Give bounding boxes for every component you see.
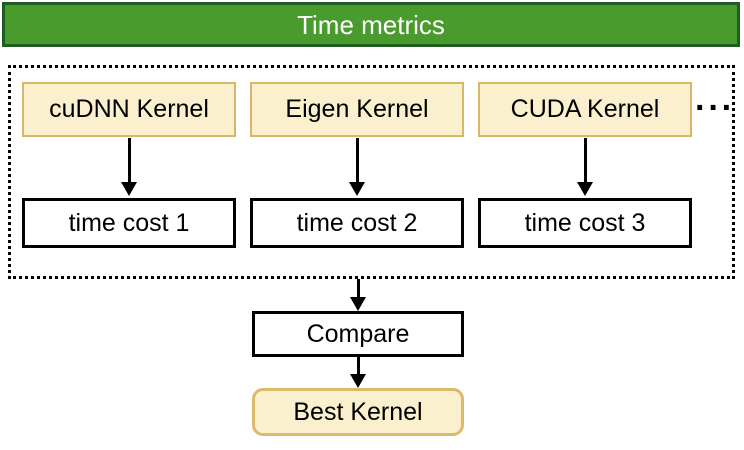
kernel-box-eigen-label: Eigen Kernel <box>285 95 429 123</box>
arrow-line <box>356 357 360 375</box>
kernel-box-cuda: CUDA Kernel <box>478 82 692 137</box>
kernel-columns: cuDNN Kernel time cost 1 Eigen Kernel <box>22 82 732 248</box>
kernel-box-cudnn-label: cuDNN Kernel <box>49 95 209 123</box>
kernel-box-cudnn: cuDNN Kernel <box>22 82 236 137</box>
time-cost-box-1: time cost 1 <box>22 198 236 248</box>
arrow-down-icon <box>350 279 366 311</box>
arrow-head <box>350 374 366 388</box>
kernel-box-cuda-label: CUDA Kernel <box>510 95 660 123</box>
header-title: Time metrics <box>297 9 445 40</box>
kernel-box-eigen: Eigen Kernel <box>250 82 464 137</box>
more-kernels-ellipsis: ··· <box>695 89 735 127</box>
kernel-column-cuda: CUDA Kernel time cost 3 <box>478 82 692 248</box>
kernel-column-eigen: Eigen Kernel time cost 2 <box>250 82 464 248</box>
arrow-head <box>349 182 365 196</box>
arrow-line <box>127 138 131 183</box>
arrow-down-icon <box>577 137 593 198</box>
arrow-down-icon <box>349 137 365 198</box>
time-cost-3-label: time cost 3 <box>524 208 646 237</box>
compare-box: Compare <box>252 311 464 357</box>
kernel-column-cudnn: cuDNN Kernel time cost 1 <box>22 82 236 248</box>
arrow-line <box>356 279 360 298</box>
arrow-line <box>355 138 359 183</box>
arrow-head <box>121 182 137 196</box>
metrics-group-box: cuDNN Kernel time cost 1 Eigen Kernel <box>8 65 735 279</box>
arrow-line <box>583 138 587 183</box>
arrow-head <box>350 297 366 311</box>
time-cost-1-label: time cost 1 <box>68 208 190 237</box>
arrow-down-icon <box>121 137 137 198</box>
arrow-down-icon <box>350 357 366 388</box>
best-kernel-box: Best Kernel <box>252 388 464 436</box>
compare-flow: Compare Best Kernel <box>252 279 464 436</box>
time-cost-box-3: time cost 3 <box>478 198 692 248</box>
compare-label: Compare <box>306 319 410 348</box>
best-kernel-label: Best Kernel <box>293 397 423 426</box>
time-cost-box-2: time cost 2 <box>250 198 464 248</box>
time-cost-2-label: time cost 2 <box>296 208 418 237</box>
header-time-metrics: Time metrics <box>2 2 740 47</box>
arrow-head <box>577 182 593 196</box>
